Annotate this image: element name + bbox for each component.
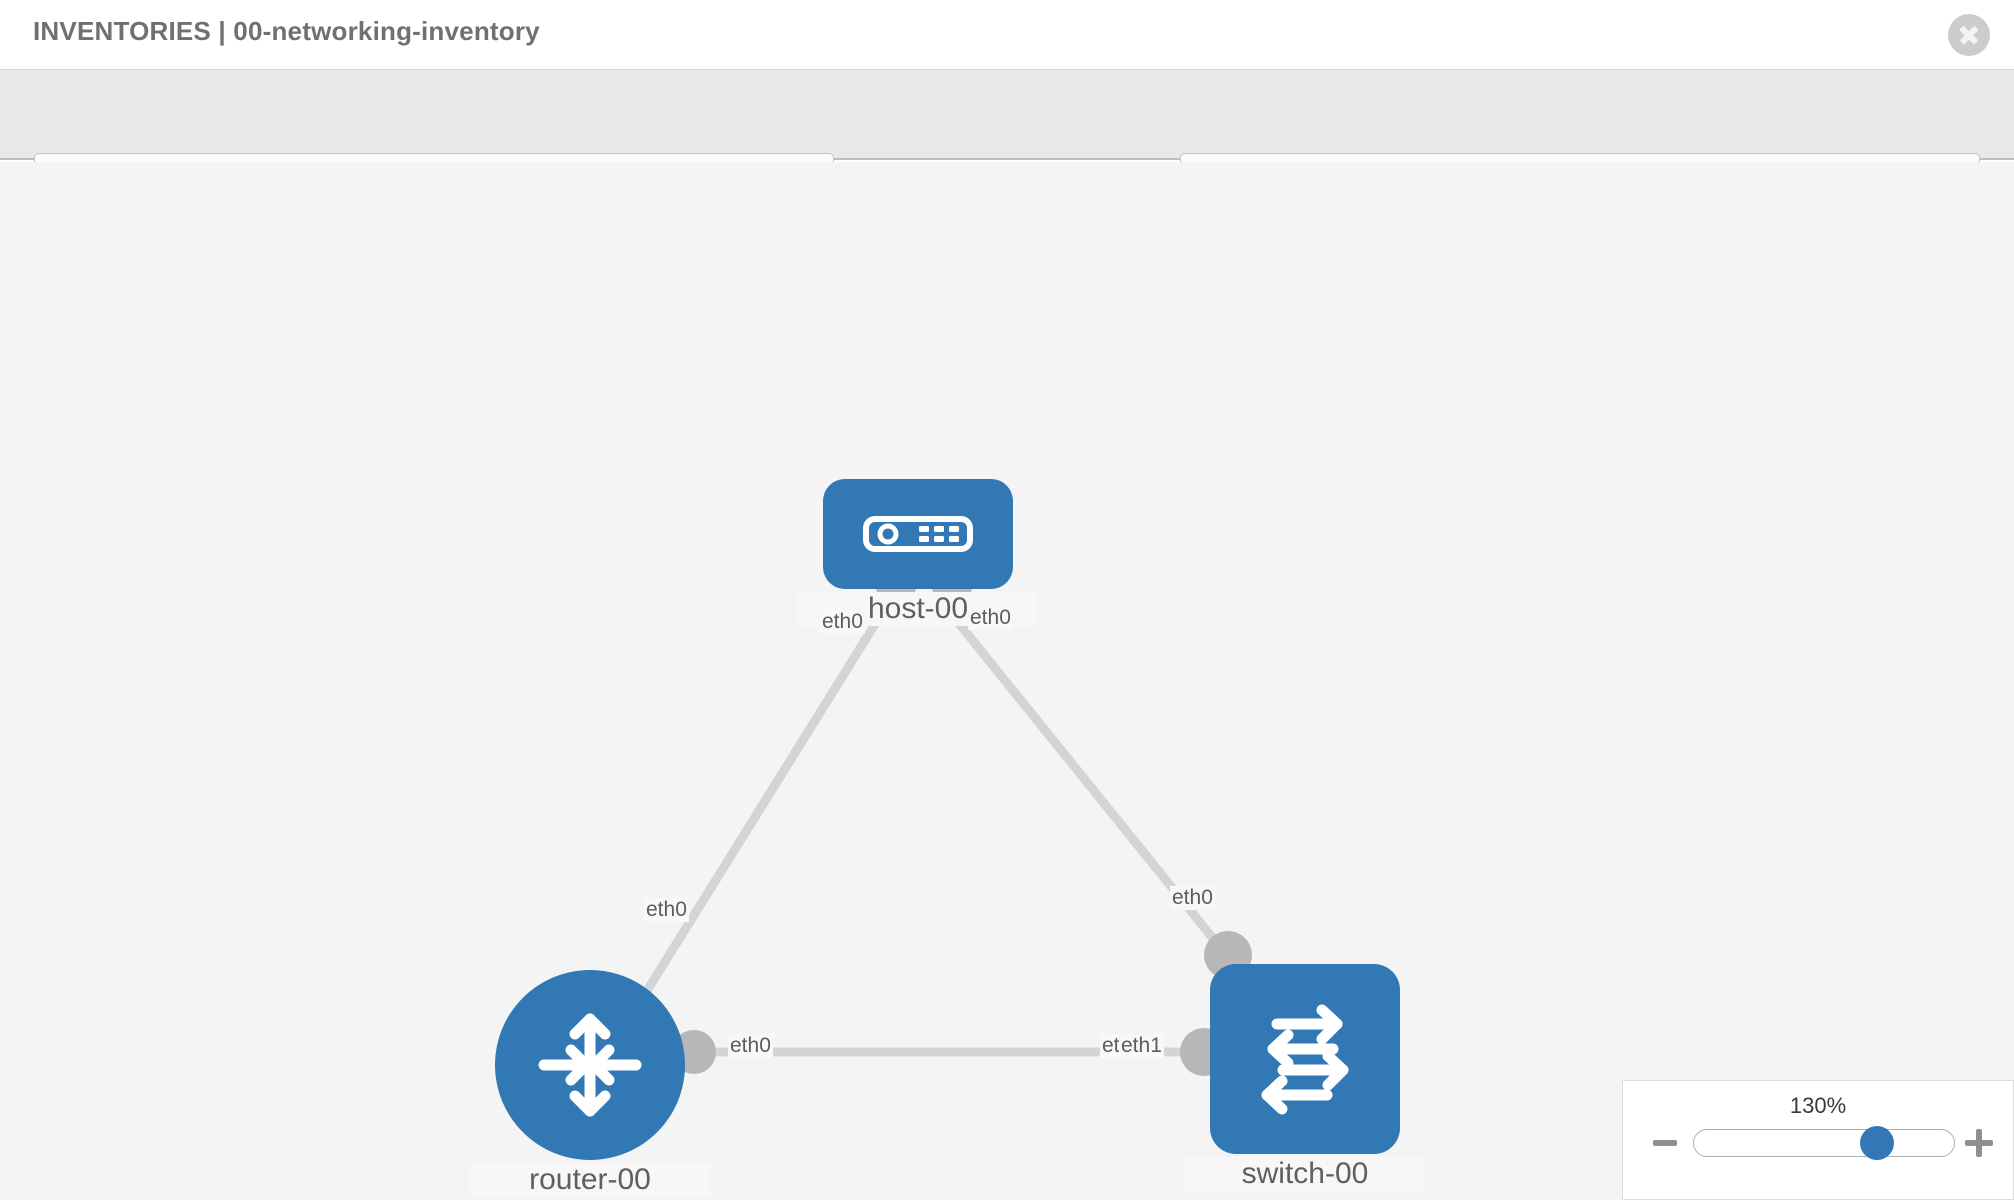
edge-label-host-left: eth0 [820,610,865,634]
page-header: INVENTORIES | 00-networking-inventory [0,0,2014,70]
page-title: INVENTORIES | 00-networking-inventory [33,16,540,46]
edge-label-router-right: eth0 [728,1034,773,1058]
minus-icon[interactable] [1653,1129,1677,1157]
zoom-slider[interactable] [1693,1126,1955,1160]
switch-icon [1261,1004,1349,1115]
close-icon[interactable] [1948,14,1990,56]
zoom-level-label: 130% [1789,1093,1847,1118]
topology-edges [636,597,1236,1057]
zoom-slider-thumb[interactable] [1860,1126,1894,1160]
router-icon [538,1013,642,1117]
edge-label-router-up: eth0 [644,898,689,922]
plus-icon-bar-v [1976,1129,1982,1157]
edge-label-switch-left: eth1 [1119,1034,1164,1058]
node-switch-00-shape[interactable] [1210,964,1400,1154]
zoom-control-panel: 130% [1622,1080,2014,1200]
toolbar: ACTIONS SEARCH [0,70,2014,208]
node-router-00-label: router-00 [470,1163,710,1197]
node-router-00[interactable]: router-00 [470,970,710,1197]
edge-label-switch-up: eth0 [1170,886,1215,910]
edge-label-host-right: eth0 [968,606,1013,630]
node-router-00-shape[interactable] [495,970,685,1160]
node-host-00-shape[interactable] [823,479,1013,589]
plus-icon[interactable] [1965,1129,1993,1157]
node-switch-00-label: switch-00 [1185,1157,1425,1191]
node-host-00[interactable]: host-00 [798,479,1038,626]
node-switch-00[interactable]: switch-00 [1185,964,1425,1191]
server-icon [863,516,973,552]
minus-icon-bar [1653,1140,1677,1146]
topology-canvas[interactable]: host-00 [0,162,2014,1200]
edge-host-router [636,597,894,1005]
